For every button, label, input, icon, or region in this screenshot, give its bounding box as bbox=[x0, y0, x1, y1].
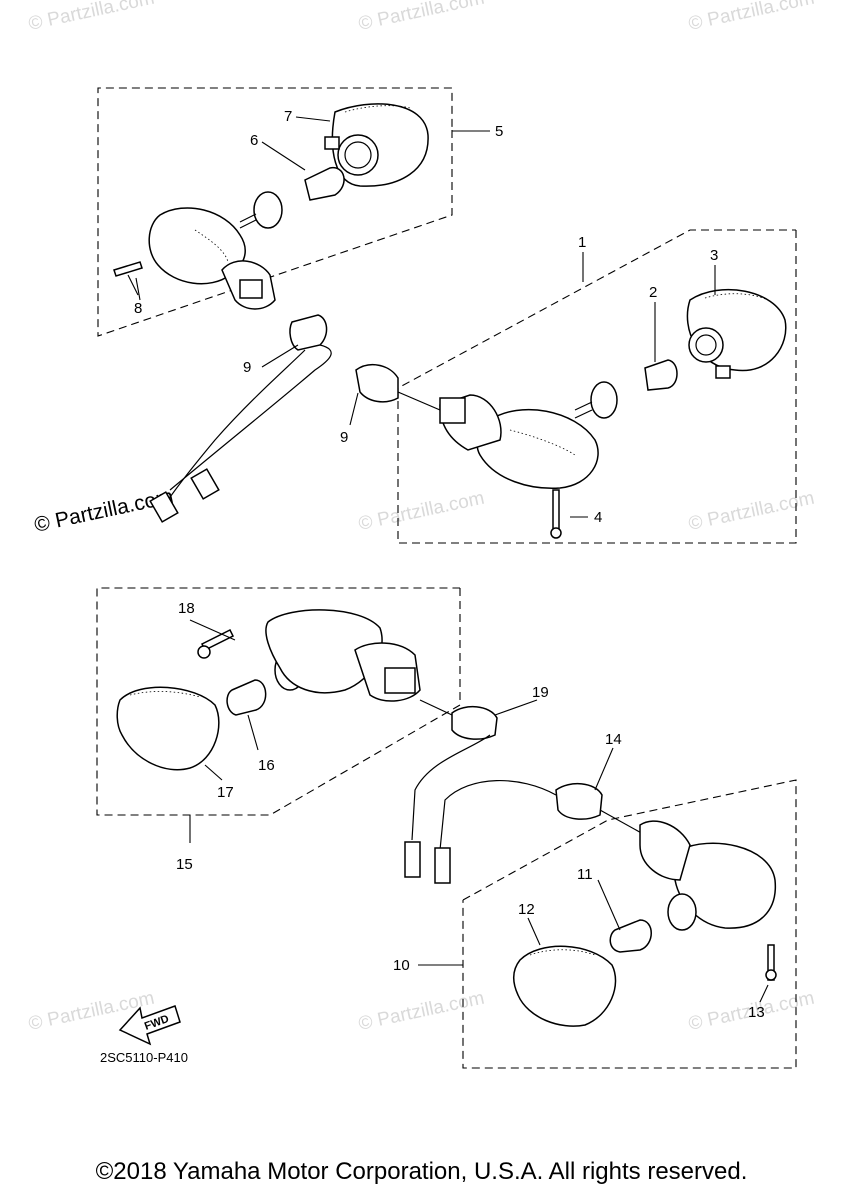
callout-13: 13 bbox=[748, 1004, 765, 1021]
callout-14: 14 bbox=[605, 731, 622, 748]
callout-3: 3 bbox=[710, 247, 718, 264]
watermark-7: © Partzilla.com bbox=[357, 988, 487, 1035]
callout-10: 10 bbox=[393, 957, 410, 974]
fwd-arrow-icon: FWD bbox=[118, 1005, 181, 1046]
callout-1: 1 bbox=[578, 234, 586, 251]
connector-19 bbox=[411, 699, 498, 841]
assembly-5 bbox=[97, 87, 490, 337]
callouts: 1 2 3 4 5 6 7 8 9 9 10 11 12 13 14 15 16… bbox=[134, 108, 765, 1021]
assembly-10 bbox=[418, 779, 797, 1069]
callout-18: 18 bbox=[178, 600, 195, 617]
watermark-main: © Partzilla.com bbox=[32, 485, 175, 537]
assembly-15 bbox=[96, 587, 461, 843]
callout-7: 7 bbox=[284, 108, 292, 125]
callout-9a: 9 bbox=[243, 359, 251, 376]
callout-4: 4 bbox=[594, 509, 602, 526]
assembly-1 bbox=[397, 229, 797, 544]
callout-15: 15 bbox=[176, 856, 193, 873]
watermark-3: © Partzilla.com bbox=[687, 0, 817, 35]
connector-9-lower bbox=[355, 363, 441, 411]
diagram-code: 2SC5110-P410 bbox=[100, 1050, 188, 1065]
copyright-text: ©2018 Yamaha Motor Corporation, U.S.A. A… bbox=[95, 1158, 748, 1185]
watermark-5: © Partzilla.com bbox=[687, 488, 817, 535]
callout-8: 8 bbox=[134, 300, 142, 317]
callout-9b: 9 bbox=[340, 429, 348, 446]
callout-11: 11 bbox=[577, 866, 593, 883]
callout-12: 12 bbox=[518, 901, 535, 918]
connector-9-upper bbox=[149, 314, 332, 523]
leader-lines bbox=[127, 116, 769, 1003]
callout-19: 19 bbox=[532, 684, 549, 701]
watermark-4: © Partzilla.com bbox=[357, 488, 487, 535]
watermark-2: © Partzilla.com bbox=[357, 0, 487, 35]
callout-16: 16 bbox=[258, 757, 275, 774]
connector-14 bbox=[404, 780, 646, 884]
callout-17: 17 bbox=[217, 784, 234, 801]
callout-6: 6 bbox=[250, 132, 258, 149]
callout-5: 5 bbox=[495, 123, 503, 140]
watermark-1: © Partzilla.com bbox=[27, 0, 157, 35]
callout-2: 2 bbox=[649, 284, 657, 301]
